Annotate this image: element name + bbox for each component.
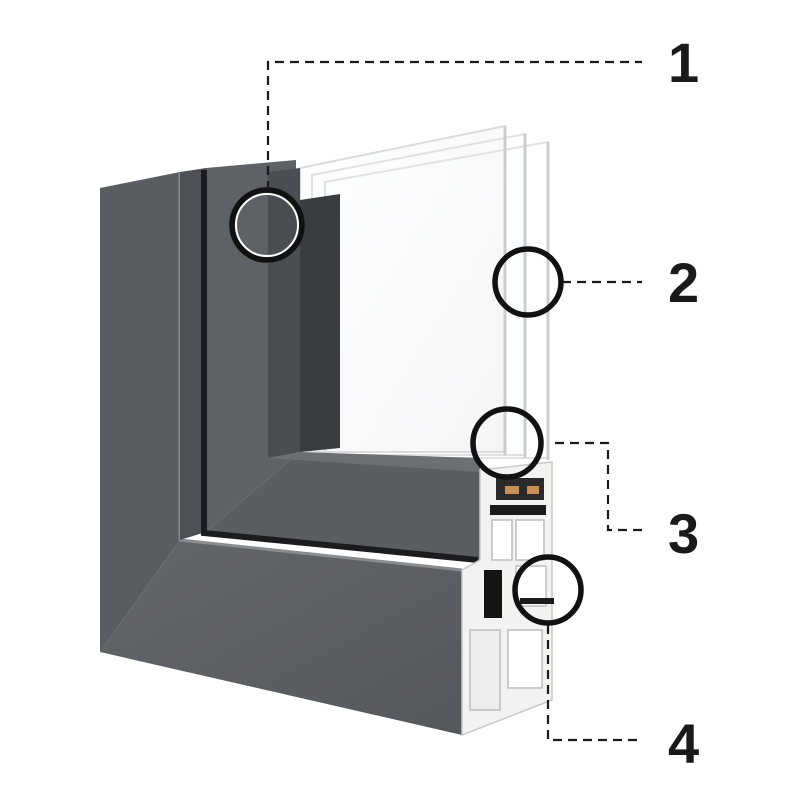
callout-numbers: 1 2 3 4	[668, 31, 699, 775]
ring-4	[512, 554, 584, 626]
pvc-cross-section	[461, 461, 554, 737]
callout-2: 2	[668, 251, 699, 314]
leader-1	[266, 60, 642, 190]
ring-2	[492, 246, 564, 318]
frame-vertical-leg	[100, 172, 180, 652]
leader-3	[555, 441, 642, 532]
callout-3: 3	[668, 502, 699, 565]
frame-horizontal-leg	[100, 540, 462, 735]
callout-4: 4	[668, 712, 699, 775]
leader-4	[546, 625, 642, 742]
ring-3	[470, 406, 544, 480]
sash-profile	[180, 160, 480, 563]
leader-lines	[266, 60, 642, 742]
callout-1: 1	[668, 31, 699, 94]
highlight-rings	[229, 187, 584, 626]
